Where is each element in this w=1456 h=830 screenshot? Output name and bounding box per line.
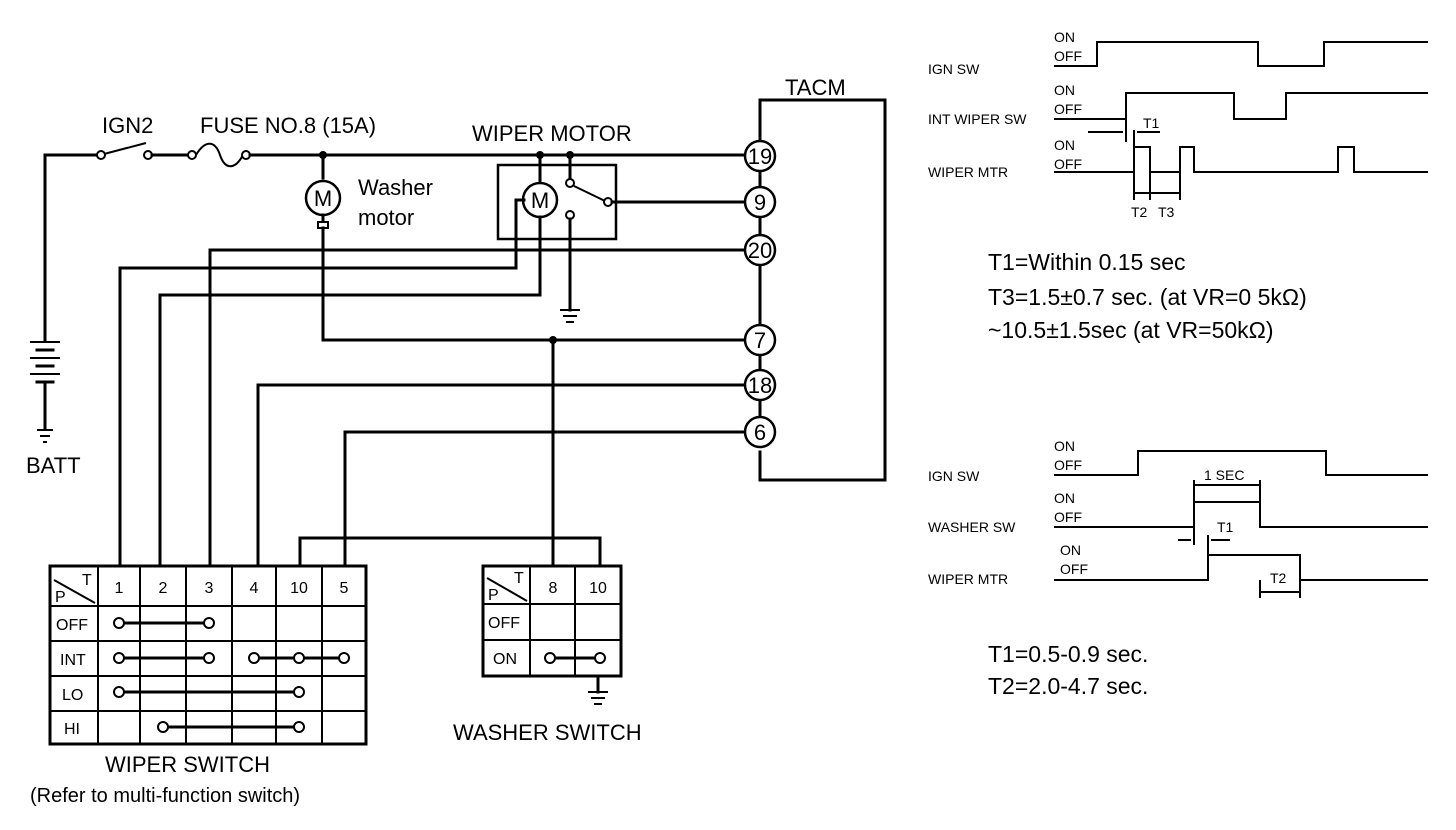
washer-switch-connections [544,652,606,664]
t2-off-3: OFF [1060,561,1088,577]
t1-note-3: ~10.5±1.5sec (at VR=50kΩ) [988,317,1274,343]
wiper-col-1: 1 [115,580,124,597]
t2-washer-sw-label: WASHER SW [928,519,1016,535]
t1-on-2: ON [1054,82,1075,98]
t1-ign-sw-label: IGN SW [928,61,980,77]
t1-on-3: ON [1054,137,1075,153]
timing-1-notes: T1=Within 0.15 sec T3=1.5±0.7 sec. (at V… [988,249,1307,343]
washer-switch-label: WASHER SWITCH [453,720,642,745]
t2-wiper-mtr-label: WIPER MTR [928,571,1008,587]
wiper-row-off: OFF [56,617,88,634]
washer-motor-label-2: motor [358,205,414,230]
washer-motor-symbol: M [314,186,332,211]
svg-text:6: 6 [754,420,766,445]
t2-ign-sw-label: IGN SW [928,468,980,484]
t2-ign-sw-waveform [1054,450,1428,476]
washer-corner-t: T [514,570,524,587]
t1-ign-sw-waveform [1054,41,1428,67]
tacm-pin-9: 9 [743,185,777,219]
wiper-row-hi: HI [64,721,80,738]
washer-col-8: 8 [549,580,558,597]
t1-mark-t3: T3 [1158,204,1175,220]
tacm-pin-20: 20 [743,233,777,267]
t1-mark-t2: T2 [1131,204,1148,220]
t1-off-2: OFF [1054,101,1082,117]
wiper-switch-table: P T 1 2 3 4 10 5 OFF INT LO HI [48,564,368,746]
svg-text:20: 20 [748,238,772,263]
tacm-label: TACM [785,75,846,100]
t2-note-2: T2=2.0-4.7 sec. [988,673,1148,699]
washer-switch-table: P T 8 10 OFF ON [481,564,623,705]
wiper-col-10: 10 [290,580,308,597]
timing-chart-washer: IGN SW WASHER SW WIPER MTR ON OFF ON OFF… [928,438,1428,598]
wiper-col-3: 3 [205,580,214,597]
timing-chart-intermittent: IGN SW INT WIPER SW WIPER MTR ON OFF ON … [928,29,1428,220]
t1-note-2: T3=1.5±0.7 sec. (at VR=0 5kΩ) [988,284,1307,310]
tacm-module: 19 9 20 7 18 6 [743,98,887,482]
wiper-col-4: 4 [250,580,259,597]
t2-off-2: OFF [1054,509,1082,525]
wiper-col-2: 2 [159,580,168,597]
svg-text:18: 18 [748,373,772,398]
wiper-row-int: INT [60,652,86,669]
washer-row-off: OFF [488,615,520,632]
t1-int-wiper-sw-waveform [1054,92,1428,120]
t2-mark-t2: T2 [1270,570,1287,586]
t2-on-3: ON [1060,542,1081,558]
t2-wiper-mtr-waveform [1054,554,1428,581]
wiper-row-lo: LO [62,687,83,704]
timing-2-notes: T1=0.5-0.9 sec. T2=2.0-4.7 sec. [988,641,1148,699]
wiper-corner-p: P [55,589,66,606]
wiper-motor-label: WIPER MOTOR [472,121,632,146]
t2-off-1: OFF [1054,457,1082,473]
t2-note-1: T1=0.5-0.9 sec. [988,641,1148,667]
tacm-pin-6: 6 [743,415,777,449]
t2-mark-t1: T1 [1217,519,1234,535]
t1-int-wiper-sw-label: INT WIPER SW [928,111,1027,127]
wiper-corner-t: T [82,572,92,589]
wiper-motor-symbol: M [531,188,549,213]
t1-mark-t1: T1 [1143,115,1160,131]
svg-text:7: 7 [754,328,766,353]
washer-col-10: 10 [589,580,607,597]
tacm-pin-19: 19 [743,139,777,173]
svg-text:19: 19 [748,144,772,169]
ign2-switch [96,142,153,160]
fuse-symbol [187,142,251,168]
tacm-pin-18: 18 [743,368,777,402]
washer-motor-label-1: Washer [358,175,433,200]
batt-label: BATT [26,453,81,478]
t2-washer-sw-waveform [1054,501,1428,528]
t1-off-1: OFF [1054,48,1082,64]
wiper-switch-note: (Refer to multi-function switch) [30,785,300,807]
fuse-label: FUSE NO.8 (15A) [200,113,376,138]
supply-line [43,142,748,332]
wiper-switch-connections [113,617,350,733]
battery-symbol [30,328,60,443]
t1-note-1: T1=Within 0.15 sec [988,249,1186,275]
wiper-col-5: 5 [340,580,349,597]
washer-corner-p: P [488,587,499,604]
washer-row-on: ON [493,651,517,668]
t1-off-3: OFF [1054,156,1082,172]
t1-on-1: ON [1054,29,1075,45]
ign2-label: IGN2 [102,113,153,138]
washer-switch-ground [588,674,608,705]
wiper-switch-label: WIPER SWITCH [105,752,270,777]
t2-on-2: ON [1054,490,1075,506]
wiper-motor [496,153,748,323]
t2-mark-1sec: 1 SEC [1204,467,1244,483]
t2-on-1: ON [1054,438,1075,454]
svg-text:9: 9 [754,190,766,215]
washer-motor [304,153,748,342]
tacm-pin-7: 7 [743,323,777,357]
t1-wiper-mtr-waveform [1054,146,1428,173]
t1-wiper-mtr-label: WIPER MTR [928,164,1008,180]
harness-wires [118,230,748,568]
